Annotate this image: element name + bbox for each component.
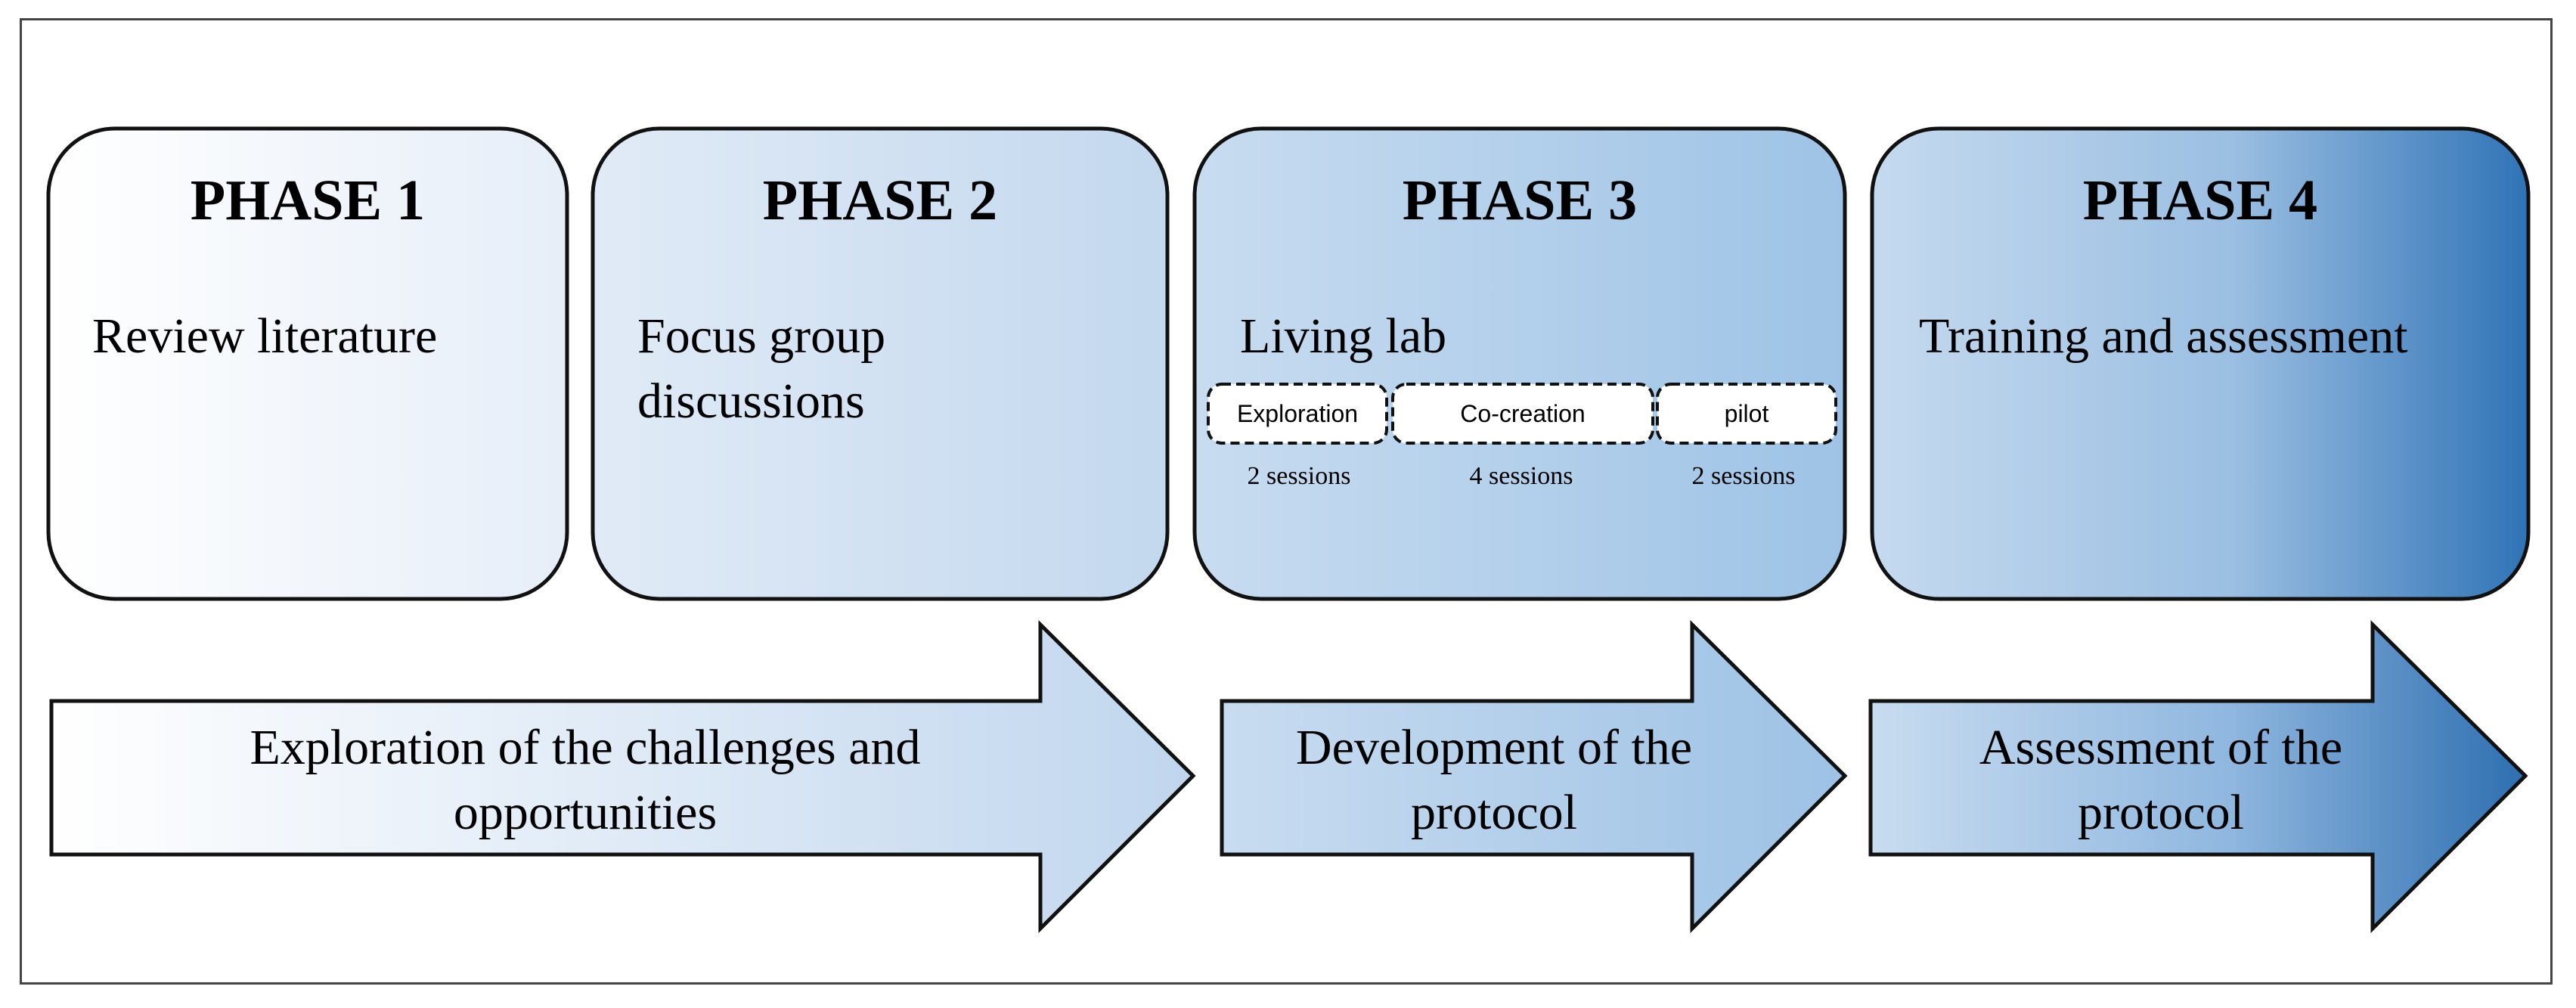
step-pilot-label: pilot bbox=[1725, 400, 1769, 427]
phase-4-box: PHASE 4 Training and assessment bbox=[1870, 126, 2531, 601]
arrow-exploration: Exploration of the challenges and opport… bbox=[49, 620, 1196, 934]
phase-2-title: PHASE 2 bbox=[763, 169, 997, 232]
phase-2-line-2: discussions bbox=[637, 374, 865, 429]
arrow-1-line-2: opportunities bbox=[454, 785, 717, 840]
arrow-development: Development of the protocol bbox=[1220, 620, 1848, 934]
arrow-3-line-1: Assessment of the bbox=[1979, 720, 2342, 775]
step-co-creation-label: Co-creation bbox=[1460, 400, 1585, 427]
step-co-creation-sessions: 4 sessions bbox=[1470, 462, 1573, 490]
phase-1-title: PHASE 1 bbox=[191, 169, 425, 232]
arrow-2-line-2: protocol bbox=[1411, 785, 1577, 840]
step-exploration-sessions: 2 sessions bbox=[1248, 462, 1351, 490]
arrow-2-line-1: Development of the bbox=[1296, 720, 1692, 775]
phase-3-box: PHASE 3 Living lab Exploration 2 session… bbox=[1192, 126, 1847, 601]
step-exploration-label: Exploration bbox=[1237, 400, 1358, 427]
step-pilot: pilot 2 sessions bbox=[1656, 383, 1837, 490]
phase-3-line-1: Living lab bbox=[1240, 309, 1446, 364]
phase-4-line-1: Training and assessment bbox=[1919, 309, 2408, 364]
phase-1-box: PHASE 1 Review literature bbox=[46, 126, 569, 601]
step-co-creation: Co-creation 4 sessions bbox=[1391, 383, 1654, 490]
phase-4-title: PHASE 4 bbox=[2083, 169, 2317, 232]
arrow-assessment: Assessment of the protocol bbox=[1868, 620, 2528, 934]
phase-2-line-1: Focus group bbox=[637, 309, 885, 364]
step-exploration: Exploration 2 sessions bbox=[1207, 383, 1388, 490]
phase-3-title: PHASE 3 bbox=[1403, 169, 1637, 232]
arrow-1-line-1: Exploration of the challenges and bbox=[250, 720, 920, 775]
step-pilot-sessions: 2 sessions bbox=[1692, 462, 1796, 490]
arrow-3-line-2: protocol bbox=[2078, 785, 2244, 840]
phase-2-box: PHASE 2 Focus group discussions bbox=[591, 126, 1170, 601]
phase-1-line-1: Review literature bbox=[92, 309, 437, 364]
